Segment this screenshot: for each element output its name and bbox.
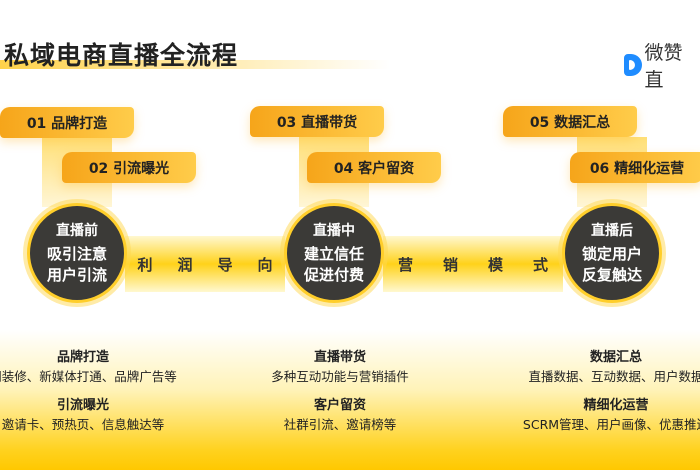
page-title: 私域电商直播全流程 (4, 41, 239, 70)
detail-title: 品牌打造 (56, 350, 109, 365)
stage-head: 直播中 (313, 222, 355, 239)
detail-title: 客户留资 (313, 398, 366, 413)
detail-text: 多种互动功能与营销插件 (271, 369, 409, 384)
band-char: 销 (442, 255, 458, 274)
band-marketing: 营销模式 (383, 236, 563, 292)
title-underline (0, 60, 390, 69)
tag-06: 06 精细化运营 (570, 152, 700, 183)
stage-line: 建立信任 (303, 244, 364, 263)
detail-before: 品牌打造 间装修、新媒体打通、品牌广告等 引流曝光 邀请卡、预热页、信息触达等 (0, 346, 223, 442)
stage-line: 吸引注意 (46, 244, 107, 263)
stage-before: 直播前 吸引注意 用户引流 (27, 203, 127, 303)
stage-line: 锁定用户 (581, 244, 642, 263)
logo-text: 微赞直 (644, 42, 683, 91)
tag-03: 03 直播带货 (250, 106, 384, 137)
detail-title: 直播带货 (313, 350, 366, 365)
stage-line: 促进付费 (303, 265, 364, 284)
band-char: 向 (257, 255, 273, 274)
tag-02: 02 引流曝光 (62, 152, 196, 183)
logo: 微赞直 (624, 38, 700, 92)
detail-title: 数据汇总 (589, 350, 642, 365)
stage-line: 反复触达 (581, 265, 642, 284)
tag-04: 04 客户留资 (307, 152, 441, 183)
detail-after: 数据汇总 直播数据、互动数据、用户数据 精细化运营 SCRM管理、用户画像、优惠… (476, 346, 700, 442)
detail-text: 间装修、新媒体打通、品牌广告等 (0, 369, 177, 384)
detail-title: 引流曝光 (56, 398, 109, 413)
detail-text: 社群引流、邀请榜等 (283, 417, 397, 432)
logo-play-icon (624, 54, 642, 76)
detail-text: 直播数据、互动数据、用户数据 (528, 369, 700, 384)
stage-head: 直播前 (56, 222, 98, 239)
band-char: 营 (397, 255, 413, 274)
detail-text: SCRM管理、用户画像、优惠推送 (522, 417, 700, 432)
stage-line: 用户引流 (46, 265, 107, 284)
detail-text: 邀请卡、预热页、信息触达等 (1, 417, 165, 432)
tag-01: 01 品牌打造 (0, 107, 134, 138)
band-char: 导 (217, 255, 233, 274)
band-char: 润 (177, 255, 193, 274)
band-char: 利 (137, 255, 153, 274)
band-profit: 利润导向 (125, 236, 285, 292)
stage-after: 直播后 锁定用户 反复触达 (562, 203, 662, 303)
band-char: 式 (532, 255, 548, 274)
band-char: 模 (487, 255, 503, 274)
detail-title: 精细化运营 (583, 398, 649, 413)
detail-during: 直播带货 多种互动功能与营销插件 客户留资 社群引流、邀请榜等 (200, 346, 480, 442)
stage-during: 直播中 建立信任 促进付费 (284, 203, 384, 303)
tag-05: 05 数据汇总 (503, 106, 637, 137)
stage-head: 直播后 (591, 222, 633, 239)
